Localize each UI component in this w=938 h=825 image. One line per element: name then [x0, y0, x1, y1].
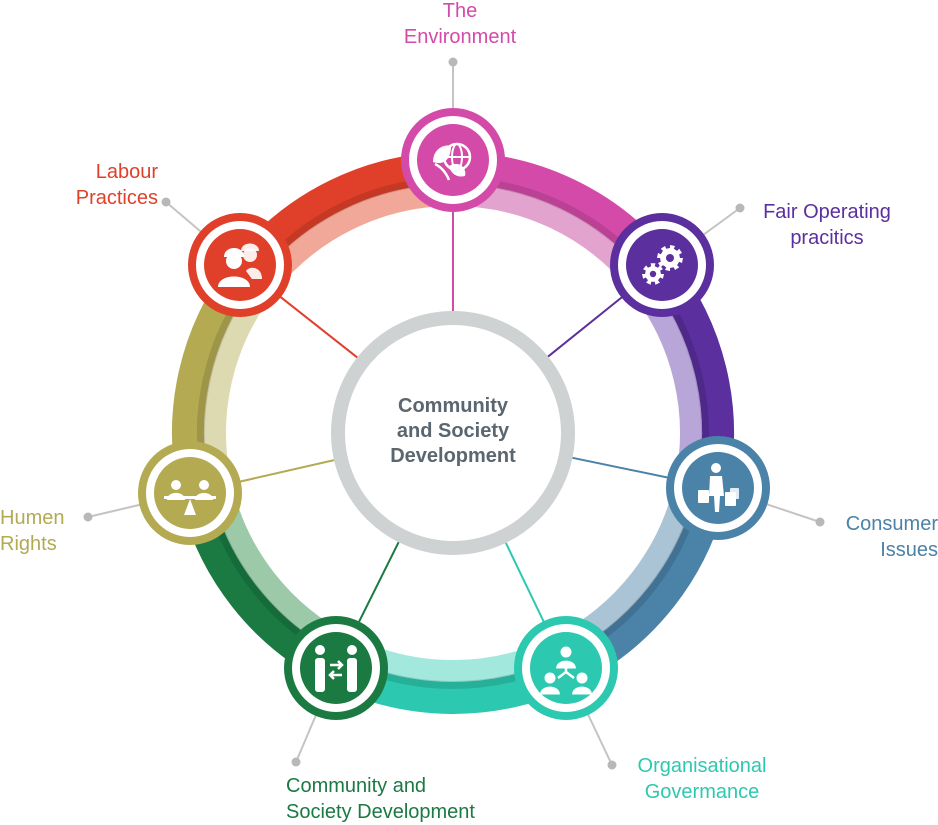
node-community — [284, 616, 388, 720]
label-environment-line1: The — [442, 0, 478, 22]
label-community: Community and Society Development — [286, 773, 516, 825]
shopper-icon — [698, 463, 739, 512]
label-governance-line2: Govermance — [644, 781, 760, 803]
label-labour-line2: Practices — [75, 187, 158, 209]
label-governance: Organisational Govermance — [622, 753, 782, 805]
node-labour — [188, 213, 292, 317]
balance-people-icon — [164, 480, 216, 515]
label-fair-operating: Fair Operating pracitics — [752, 199, 902, 251]
leaf-globe-icon — [433, 142, 472, 181]
center-ring — [331, 311, 575, 555]
label-consumer-line2: Issues — [880, 539, 938, 561]
label-fair-operating-line1: Fair Operating — [763, 201, 891, 223]
center-title-line2: and Society — [396, 420, 510, 442]
label-community-line1: Community and — [286, 775, 427, 797]
node-governance — [514, 616, 618, 720]
gears-icon — [642, 245, 683, 285]
label-consumer-line1: Consumer — [845, 513, 938, 535]
label-environment-line2: Environment — [403, 26, 517, 48]
org-chart-icon — [540, 646, 592, 695]
node-consumer — [666, 436, 770, 540]
node-environment — [401, 108, 505, 212]
exchange-people-icon — [315, 645, 357, 692]
label-fair-operating-line2: pracitics — [790, 227, 864, 249]
label-consumer: Consumer Issues — [828, 511, 938, 563]
node-fair-operating — [610, 213, 714, 317]
label-human-rights-line2: Rights — [0, 533, 57, 555]
node-human-rights — [138, 441, 242, 545]
label-environment: The Environment — [380, 0, 540, 50]
label-labour: Labour Practices — [50, 159, 158, 211]
label-human-rights-line1: Humen — [0, 507, 65, 529]
center-title: Community and Society Development — [355, 394, 551, 469]
label-governance-line1: Organisational — [637, 755, 767, 777]
center-title-line3: Development — [390, 445, 516, 467]
label-community-line2: Society Development — [286, 801, 475, 823]
label-human-rights: Humen Rights — [0, 505, 80, 557]
workers-icon — [218, 243, 262, 287]
label-labour-line1: Labour — [95, 161, 158, 183]
center-title-line1: Community — [398, 395, 508, 417]
